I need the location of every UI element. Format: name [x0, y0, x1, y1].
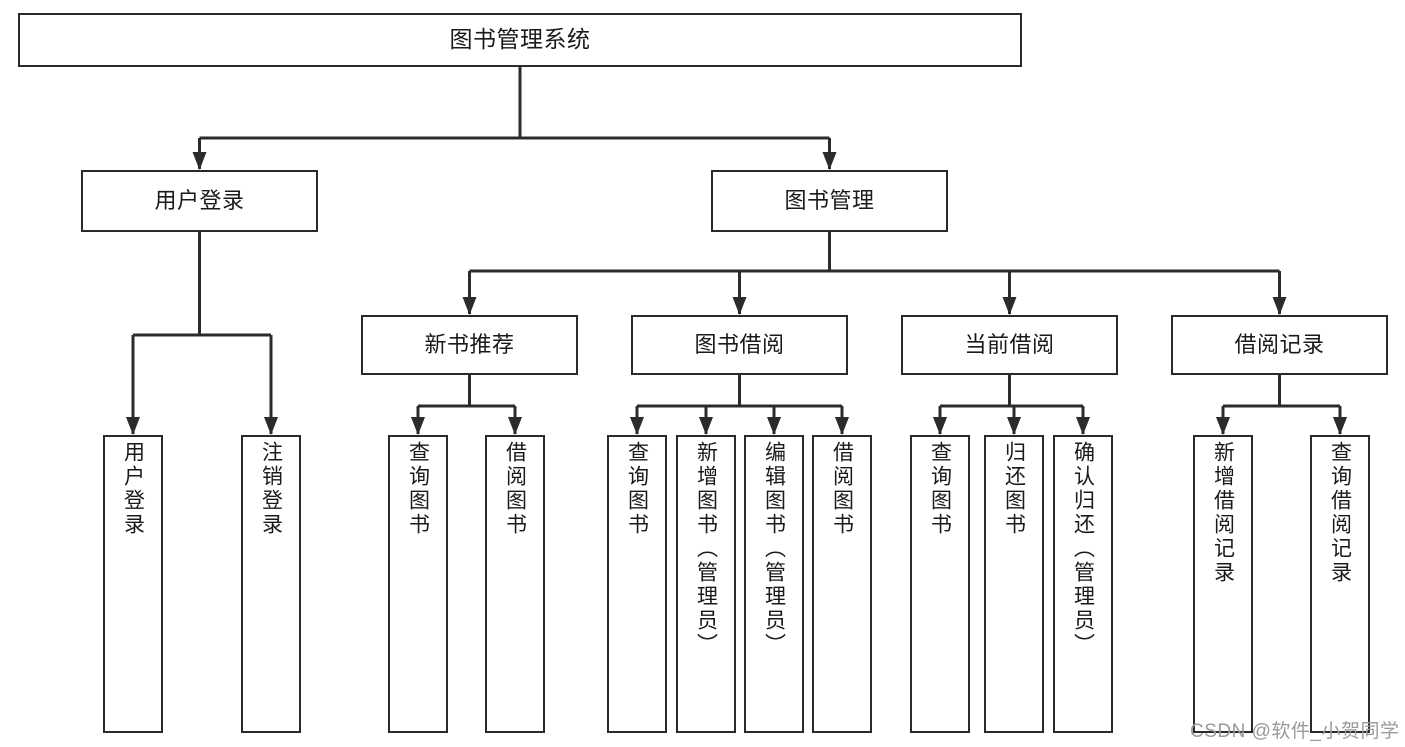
node-leaf_b1[interactable]: 借阅图书 [485, 435, 545, 733]
node-label: 查询图书 [625, 441, 649, 537]
node-leaf_rec_add[interactable]: 新增借阅记录 [1193, 435, 1253, 733]
node-label: 用户登录 [154, 188, 245, 214]
node-records[interactable]: 借阅记录 [1171, 315, 1388, 375]
watermark: CSDN @软件_小贺同学 [1190, 721, 1400, 742]
node-label: 查询图书 [406, 441, 430, 537]
node-label: 图书管理 [784, 188, 875, 214]
node-label: 当前借阅 [964, 332, 1055, 358]
node-label: 借阅图书 [830, 441, 854, 537]
node-label: 归还图书 [1002, 441, 1026, 537]
node-new_books[interactable]: 新书推荐 [361, 315, 578, 375]
node-label: 图书管理系统 [449, 26, 591, 53]
node-leaf_rec_q[interactable]: 查询借阅记录 [1310, 435, 1370, 733]
node-leaf_q1[interactable]: 查询图书 [388, 435, 448, 733]
node-label: 借阅记录 [1234, 332, 1325, 358]
node-label: 借阅图书 [503, 441, 527, 537]
node-root[interactable]: 图书管理系统 [18, 13, 1022, 67]
node-leaf_q3[interactable]: 查询图书 [910, 435, 970, 733]
node-leaf_add[interactable]: 新增图书（管理员） [676, 435, 736, 733]
node-leaf_b2[interactable]: 借阅图书 [812, 435, 872, 733]
node-leaf_login[interactable]: 用户登录 [103, 435, 163, 733]
node-leaf_edit[interactable]: 编辑图书（管理员） [744, 435, 804, 733]
node-label: 编辑图书（管理员） [762, 441, 786, 657]
node-leaf_logout[interactable]: 注销登录 [241, 435, 301, 733]
node-label: 查询借阅记录 [1328, 441, 1352, 585]
node-label: 图书借阅 [694, 332, 785, 358]
node-current[interactable]: 当前借阅 [901, 315, 1118, 375]
node-borrow[interactable]: 图书借阅 [631, 315, 848, 375]
node-label: 新增借阅记录 [1211, 441, 1235, 585]
node-leaf_return[interactable]: 归还图书 [984, 435, 1044, 733]
node-book_manage[interactable]: 图书管理 [711, 170, 948, 232]
node-label: 确认归还（管理员） [1071, 441, 1095, 657]
node-label: 查询图书 [928, 441, 952, 537]
node-label: 用户登录 [121, 441, 145, 537]
node-label: 新增图书（管理员） [694, 441, 718, 657]
node-label: 新书推荐 [424, 332, 515, 358]
node-label: 注销登录 [259, 441, 283, 537]
node-leaf_q2[interactable]: 查询图书 [607, 435, 667, 733]
node-leaf_confirm[interactable]: 确认归还（管理员） [1053, 435, 1113, 733]
node-user_login[interactable]: 用户登录 [81, 170, 318, 232]
